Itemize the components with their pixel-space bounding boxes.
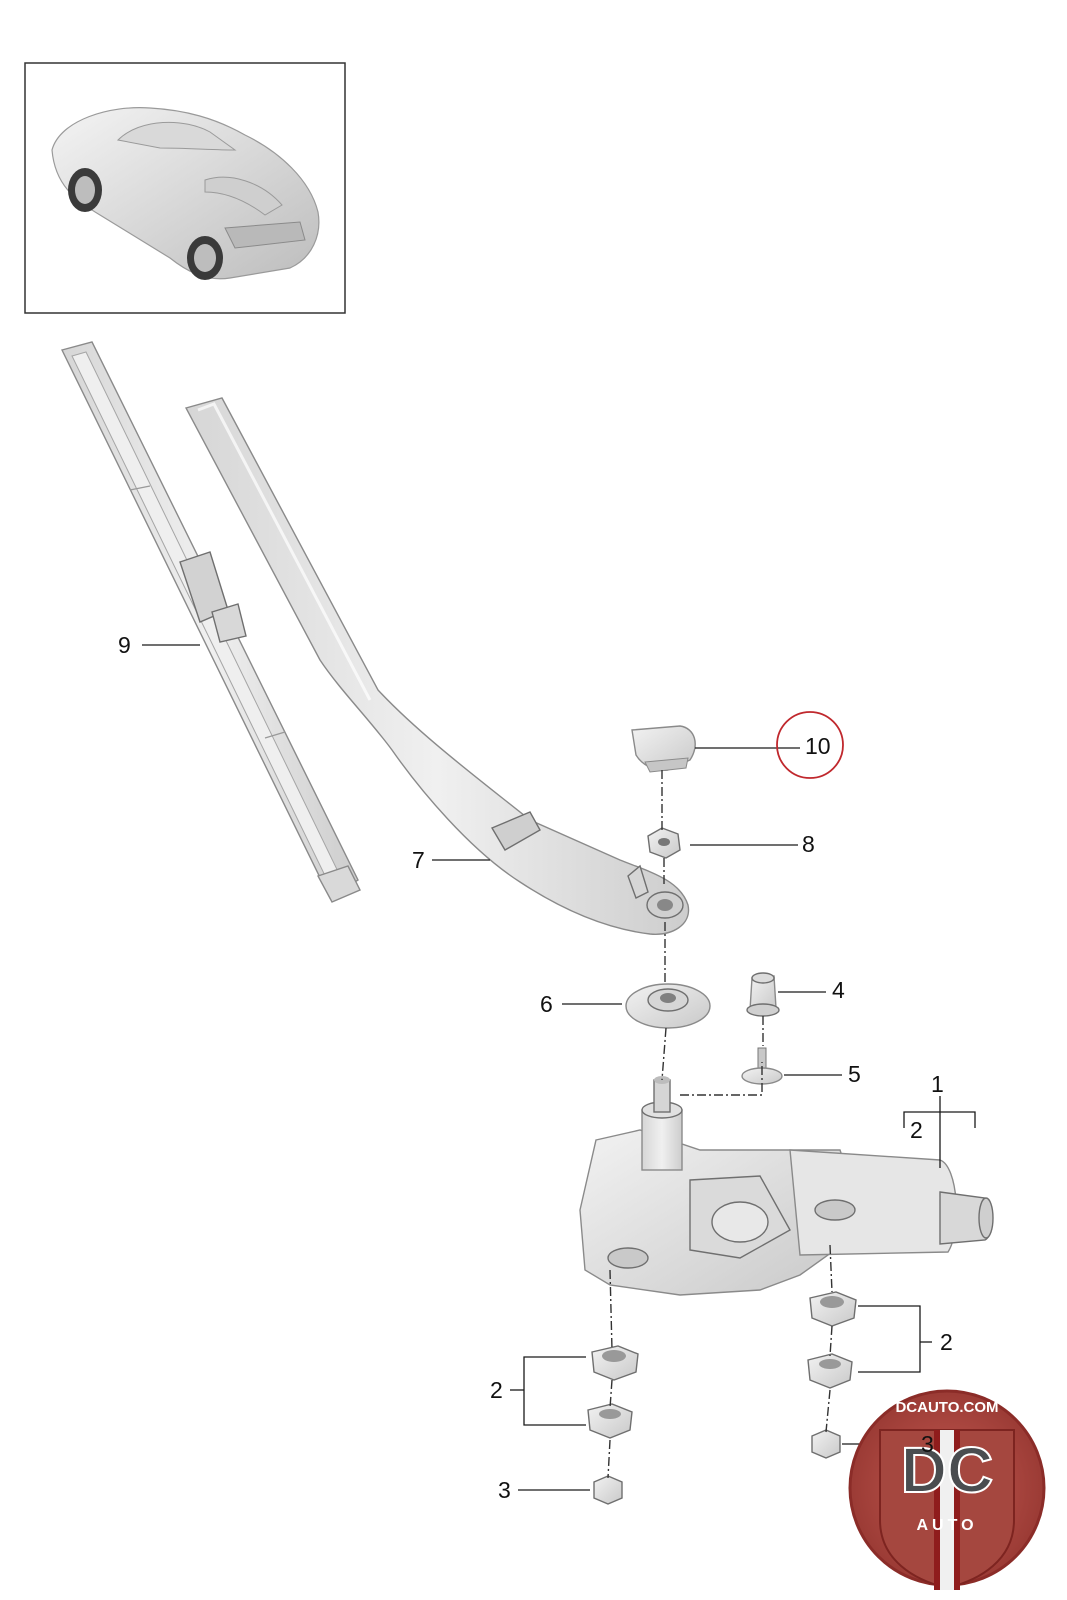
- leader-lines: [142, 644, 976, 1491]
- mounting-nut-right: [811, 1429, 841, 1459]
- callout-1: 1: [931, 1071, 944, 1097]
- cover-seal: [625, 983, 711, 1029]
- wiper-arm: [184, 397, 690, 935]
- bushing: [746, 972, 780, 1017]
- callout-2-left: 2: [490, 1377, 503, 1403]
- vehicle-thumbnail: [24, 62, 346, 314]
- watermark-site-text: DCAUTO.COM: [895, 1399, 998, 1416]
- callout-labels: 1 2 2 2 3 4 5 6 7 8 9 10: [118, 632, 953, 1503]
- callout-8: 8: [802, 831, 815, 857]
- wiper-blade: [60, 341, 361, 903]
- hex-nut: [647, 827, 681, 859]
- callout-4: 4: [832, 977, 845, 1003]
- car-illustration: [51, 107, 320, 280]
- grommet-set-left: [587, 1345, 639, 1439]
- watermark-sub-text: AUTO: [916, 1517, 977, 1534]
- highlight-circle: [776, 711, 844, 779]
- callout-7: 7: [412, 847, 425, 873]
- callout-2-right: 2: [940, 1329, 953, 1355]
- grommet-set-right: [807, 1291, 857, 1389]
- callout-3-left: 3: [498, 1477, 511, 1503]
- dcauto-watermark-logo: DCAUTO.COM DC AUTO: [848, 1389, 1046, 1590]
- arm-cover-cap: [631, 725, 696, 773]
- callout-5: 5: [848, 1061, 861, 1087]
- callout-3-right: 3: [921, 1431, 934, 1457]
- callout-2-motor: 2: [910, 1117, 923, 1143]
- callout-6: 6: [540, 991, 553, 1017]
- callout-9: 9: [118, 632, 131, 658]
- assembly-axes: [607, 770, 833, 1479]
- mounting-nut-left: [593, 1475, 623, 1505]
- wiper-motor: [579, 1076, 994, 1296]
- watermark-letters: DC: [901, 1434, 993, 1506]
- callout-10: 10: [805, 733, 831, 759]
